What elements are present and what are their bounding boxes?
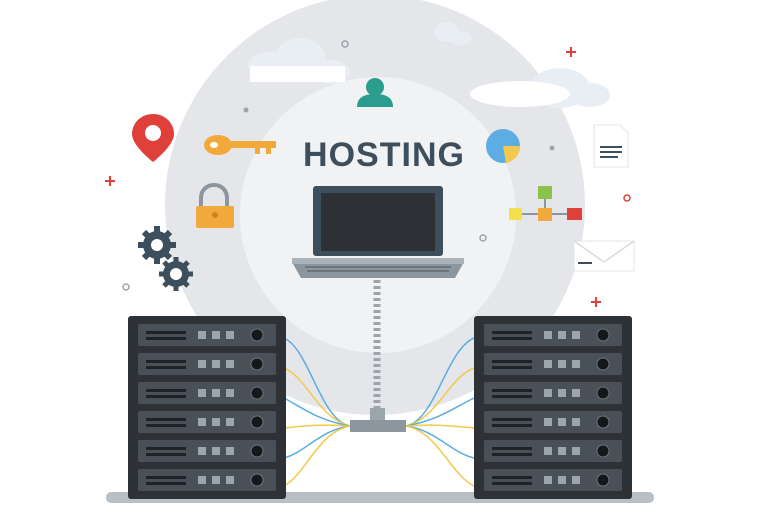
laptop-cable: [350, 280, 406, 432]
ring-mark: [122, 283, 130, 291]
ring-mark-red: [623, 194, 631, 202]
gear-icon: [159, 257, 193, 291]
dot-mark: [243, 107, 249, 113]
cloud-top-right: [435, 22, 472, 45]
location-pin-icon: [132, 114, 174, 162]
document-icon: [593, 124, 629, 168]
server-rack-icon: [474, 316, 632, 499]
plus-mark-left: [105, 176, 115, 186]
plus-mark-right: [591, 297, 601, 307]
network-cables: [283, 337, 475, 487]
dot-mark: [549, 145, 555, 151]
plus-mark-top-right: [566, 47, 576, 57]
network-nodes-icon: [509, 186, 582, 221]
user-icon: [357, 78, 393, 107]
ring-mark: [341, 40, 349, 48]
page-title: HOSTING: [303, 136, 465, 174]
server-rack-icon: [128, 316, 286, 499]
key-icon: [204, 135, 276, 155]
laptop-icon: [292, 186, 464, 278]
gear-icon: [138, 226, 176, 264]
pie-chart-icon: [486, 129, 521, 163]
cloud-right: [470, 68, 610, 108]
ring-mark: [479, 234, 487, 242]
padlock-icon: [196, 182, 234, 228]
envelope-icon: [573, 240, 635, 272]
cloud-left: [248, 38, 350, 84]
